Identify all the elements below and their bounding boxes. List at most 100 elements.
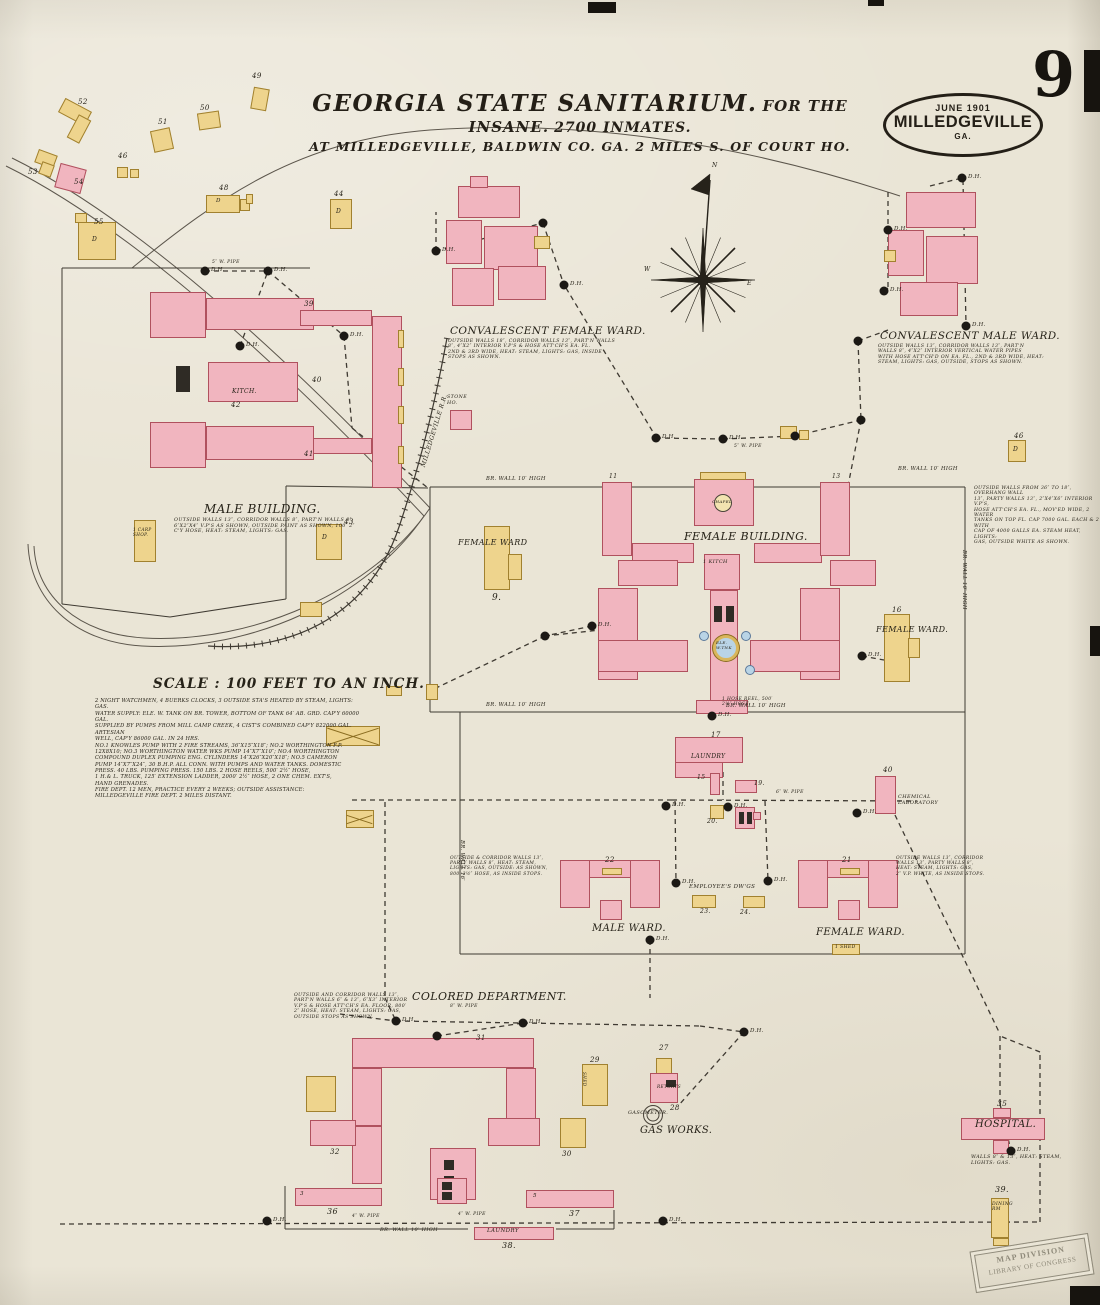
building xyxy=(884,614,910,682)
hydrant-dot xyxy=(540,631,550,641)
hydrant-label: D.H. xyxy=(529,1019,543,1025)
map-label: Ele. W.Tnk xyxy=(716,640,732,650)
building xyxy=(398,368,404,386)
hydrant-label: D.H. xyxy=(868,652,882,658)
map-label: D xyxy=(322,534,328,541)
building xyxy=(474,1227,554,1240)
scale-and-notes: Scale : 100 Feet to an Inch. 2 night wat… xyxy=(95,676,425,800)
building xyxy=(346,810,374,828)
map-label: Convalescent Female Ward. xyxy=(450,325,646,337)
hydrant-dot xyxy=(518,1018,528,1028)
hydrant-label: D.H. xyxy=(442,247,456,253)
map-label: 52 xyxy=(78,98,88,106)
building xyxy=(750,640,840,672)
building xyxy=(700,472,746,480)
map-label: Male Building. xyxy=(204,502,321,516)
map-label: 1 Shed xyxy=(835,945,856,950)
building xyxy=(838,900,860,920)
map-label: Stone Ho. xyxy=(447,395,468,406)
city-badge: June 1901 Milledgeville Ga. xyxy=(883,93,1043,157)
building xyxy=(442,1192,452,1200)
map-label: 17 xyxy=(711,731,721,739)
map-label: Dining Rm xyxy=(992,1202,1014,1213)
hydrant-label: D.H. xyxy=(729,435,743,441)
building xyxy=(798,860,828,908)
map-label: 50 xyxy=(200,104,210,112)
hydrant-dot xyxy=(200,266,210,276)
map-label: 46 xyxy=(118,152,128,160)
hydrant-dot xyxy=(431,246,441,256)
map-label: Outside walls 18″, corridor walls 13″, p… xyxy=(448,339,616,361)
hydrant-dot xyxy=(235,341,245,351)
building xyxy=(206,426,314,460)
building xyxy=(726,606,734,622)
building xyxy=(961,1118,1045,1140)
map-label: 21 xyxy=(842,856,852,864)
hydrant-label: D.H. xyxy=(669,1217,683,1223)
map-label: Laundry xyxy=(487,1228,519,1234)
map-label: Gasometer. xyxy=(628,1110,669,1116)
building xyxy=(753,812,761,820)
compass-east-label: E xyxy=(747,280,752,287)
building xyxy=(832,944,860,955)
building xyxy=(993,1108,1011,1118)
building xyxy=(306,1076,336,1112)
map-label: 44 xyxy=(334,190,344,198)
badge-date: June 1901 xyxy=(935,103,991,113)
building xyxy=(295,1188,382,1206)
hydrant-label: D.H. xyxy=(894,226,908,232)
building xyxy=(598,640,688,672)
hydrant-label: D.H. xyxy=(774,877,788,883)
map-label: 40 xyxy=(312,376,322,384)
hydrant-dot xyxy=(853,336,863,346)
building xyxy=(820,482,850,556)
building xyxy=(450,410,472,430)
hydrant-dot xyxy=(718,434,728,444)
map-label: 43 xyxy=(344,518,354,526)
map-label: 20. xyxy=(707,818,718,825)
hydrant-dot xyxy=(262,1216,272,1226)
building xyxy=(484,526,510,590)
map-label: Outside walls 13″, corridor walls 8″, pa… xyxy=(174,518,355,535)
map-label: Shed xyxy=(582,1072,587,1087)
building xyxy=(840,868,860,875)
map-label: 35 xyxy=(997,1099,1008,1108)
building xyxy=(398,330,404,348)
building xyxy=(316,524,342,560)
cist-circle xyxy=(699,631,709,641)
hydrant-dot xyxy=(671,878,681,888)
hydrant-dot xyxy=(263,266,273,276)
building xyxy=(534,236,550,249)
building xyxy=(300,602,322,617)
map-label: Female Ward xyxy=(458,538,528,547)
map-label: 1 Carp Shop. xyxy=(133,527,152,537)
map-label: 41 xyxy=(304,450,314,458)
title-inmates: 2700 Inmates. xyxy=(554,120,692,136)
building xyxy=(446,220,482,264)
hydrant-dot xyxy=(856,415,866,425)
building xyxy=(560,860,590,908)
building xyxy=(176,366,190,392)
hydrant-label: D.H. xyxy=(1017,1147,1031,1153)
compass-north-label: N xyxy=(712,162,718,169)
building xyxy=(993,1238,1009,1246)
title-location: At Milledgeville, Baldwin Co. Ga. 2 Mile… xyxy=(309,139,851,154)
building xyxy=(696,700,748,714)
hydrant-dot xyxy=(339,331,349,341)
building xyxy=(714,606,722,622)
hydrant-label: D.H. xyxy=(570,281,584,287)
hydrant-label: D.H. xyxy=(656,936,670,942)
map-label: 23. xyxy=(700,908,711,915)
map-label: 24. xyxy=(740,909,751,916)
building xyxy=(735,780,757,793)
scale-statement: Scale : 100 Feet to an Inch. xyxy=(153,676,425,692)
map-label: 13 xyxy=(832,473,841,480)
scan-edge-mark xyxy=(1090,626,1100,656)
map-label: D xyxy=(216,198,221,204)
building xyxy=(582,1064,608,1106)
building xyxy=(650,1073,678,1103)
badge-city: Milledgeville xyxy=(893,113,1033,131)
map-label: D xyxy=(336,208,342,215)
map-label: Convalescent Male Ward. xyxy=(880,330,1060,342)
map-label: Gas Works. xyxy=(640,1125,713,1136)
